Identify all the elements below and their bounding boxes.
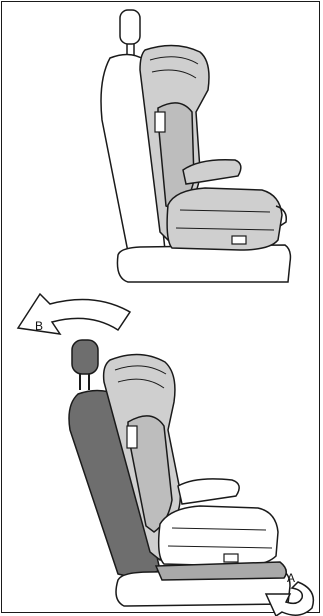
child-seat-booster-base	[167, 188, 282, 250]
vehicle-headrest	[72, 340, 98, 390]
panel-recline-adjustment: B	[0, 290, 323, 616]
belt-guide-icon	[127, 426, 137, 448]
callout-b: B	[35, 319, 43, 333]
vehicle-headrest	[120, 10, 140, 56]
arrow-b-icon: B	[18, 294, 130, 334]
child-seat-booster-base	[159, 506, 278, 566]
recline-adjustment-drawing: B	[0, 290, 323, 616]
upright-installation-drawing	[0, 0, 323, 295]
vehicle-seat-cushion	[117, 245, 290, 282]
panel-upright-installation	[0, 0, 323, 295]
child-seat-armrest	[178, 479, 239, 504]
belt-guide-icon	[155, 112, 165, 132]
isofix-connector-icon	[232, 236, 246, 244]
callout-a: A	[287, 571, 295, 585]
isofix-connector-icon	[224, 554, 238, 562]
recline-base-plate	[156, 562, 286, 580]
